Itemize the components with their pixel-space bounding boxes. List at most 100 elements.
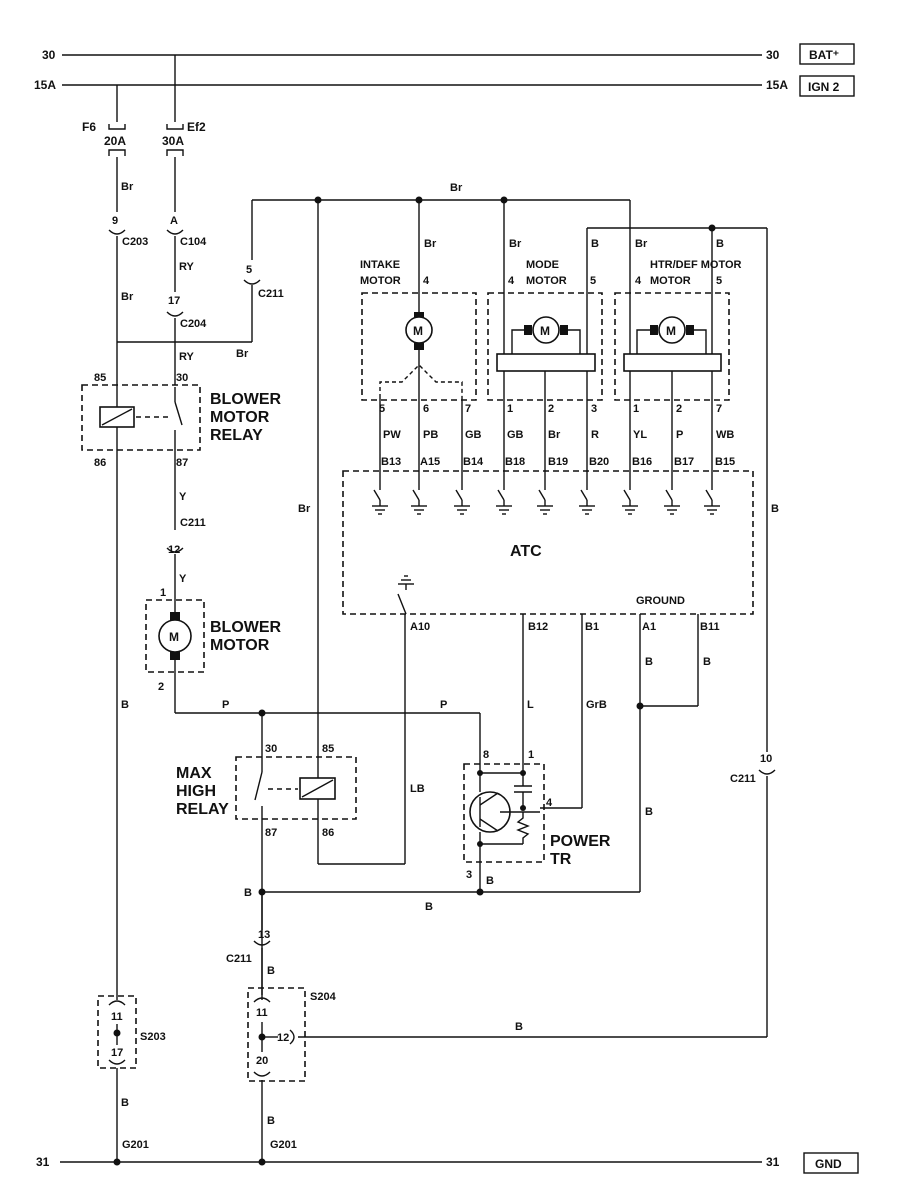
mode-motor-title: MODE [526, 259, 559, 271]
atc-pin-b19: B19 [548, 456, 568, 468]
intake-pin-6: 6 [423, 403, 429, 415]
wire-p-left: P [222, 699, 229, 711]
atc-bottom-wires: LB L GrB B B B [404, 614, 711, 892]
c203-label: C203 [122, 236, 148, 248]
wire-b-left: B [121, 699, 129, 711]
b-return-line: B 10 C211 [587, 224, 779, 1037]
power-tr-title: POWER TR [550, 833, 615, 868]
htr-def-motor-subtitle: MOTOR [650, 275, 691, 287]
feed-wires: 9 C203 A C104 17 C204 5 C211 Br Br RY RY… [108, 157, 630, 385]
fuse-f6-id: F6 [82, 120, 96, 134]
mode-pin-2: 2 [548, 403, 554, 415]
mode-pin-3: 3 [591, 403, 597, 415]
blower-motor-symbol: M [169, 630, 179, 644]
wire-pb: PB [423, 429, 438, 441]
ground-bus: B B 13 C211 B [226, 887, 640, 995]
atc-title: ATC [510, 543, 542, 560]
atc-pin-b15: B15 [715, 456, 735, 468]
intake-pin-5: 5 [379, 403, 385, 415]
atc-input-switch-7 [622, 489, 638, 515]
atc-input-switch-8 [664, 489, 680, 515]
wire-p-htr: P [676, 429, 683, 441]
htr-pin-7: 7 [716, 403, 722, 415]
atc-ground-label: GROUND [636, 595, 685, 607]
wire-br-top: Br [450, 182, 463, 194]
ptr-pin-1: 1 [528, 749, 534, 761]
fuse-ef2-id: Ef2 [187, 120, 206, 134]
wire-b-htr: B [716, 238, 724, 250]
s204-label: S204 [310, 991, 337, 1003]
fuse-ef2-rating: 30A [162, 134, 184, 148]
atc-input-switch-1 [372, 489, 388, 515]
fuse-f6: F6 20A [82, 85, 126, 156]
gnd-rail-num-right: 31 [766, 1155, 780, 1169]
gnd-rail-num-left: 31 [36, 1155, 50, 1169]
htr-pin-2: 2 [676, 403, 682, 415]
c204-label: C204 [180, 318, 207, 330]
wire-y-relay: Y [179, 491, 187, 503]
s203-pin-17: 17 [111, 1047, 123, 1059]
wire-ry-c104: RY [179, 261, 195, 273]
wire-b-bus: B [425, 901, 433, 913]
c204-pin: 17 [168, 295, 180, 307]
ptr-pin-8: 8 [483, 749, 489, 761]
bmr-pin-86: 86 [94, 457, 106, 469]
wire-b-return: B [771, 503, 779, 515]
ptr-pin-4: 4 [546, 797, 553, 809]
atc-pin-a15: A15 [420, 456, 440, 468]
atc-input-switch-9 [704, 489, 720, 515]
wire-b-ptr: B [486, 875, 494, 887]
c203-pin: 9 [112, 215, 118, 227]
max-high-relay: 30 85 87 86 MAX HIGH RELAY Br [176, 196, 405, 1000]
wire-b-c211-13: B [267, 965, 275, 977]
atc-pin-b18: B18 [505, 456, 525, 468]
mode-motor-subtitle: MOTOR [526, 275, 567, 287]
ign-rail-num-left: 15A [34, 78, 56, 92]
atc-pin-b20: B20 [589, 456, 609, 468]
atc-input-switch-4 [496, 489, 512, 515]
mhr-pin-85: 85 [322, 743, 334, 755]
wire-b-ground: B [645, 806, 653, 818]
g201-right-label: G201 [270, 1139, 297, 1151]
mhr-pin-86: 86 [322, 827, 334, 839]
wire-y-motor: Y [179, 573, 187, 585]
c211-13-label: C211 [226, 953, 252, 965]
htr-def-motor-title: HTR/DEF MOTOR [650, 259, 742, 271]
blower-motor: Y C211 12 Y 1 M 2 BLOWER MOTOR B [116, 450, 282, 1000]
wire-yl: YL [633, 429, 647, 441]
wire-b-mode: B [591, 238, 599, 250]
bat-rail: 30 30 BAT⁺ [42, 43, 855, 65]
blower-motor-pin-1: 1 [160, 587, 166, 599]
atc-pin-b11: B11 [700, 621, 720, 633]
atc-pin-a10: A10 [410, 621, 430, 633]
c211-12-label: C211 [180, 517, 206, 529]
mode-pin-4: 4 [508, 275, 515, 287]
fuse-ef2: Ef2 30A [162, 55, 206, 156]
htr-pin-4: 4 [635, 275, 642, 287]
mode-motor-symbol: M [540, 324, 550, 338]
bmr-pin-30: 30 [176, 372, 188, 384]
atc-pin-b17: B17 [674, 456, 694, 468]
wire-wb: WB [716, 429, 734, 441]
c211-5-label: C211 [258, 288, 284, 300]
c211-10-pin: 10 [760, 753, 772, 765]
c104-pin: A [170, 215, 178, 227]
atc-pin-b13: B13 [381, 456, 401, 468]
s204-pin-20: 20 [256, 1055, 268, 1067]
wire-p-right: P [440, 699, 447, 711]
wire-b-a1: B [645, 656, 653, 668]
wire-gb-intake: GB [465, 429, 482, 441]
atc-pin-b16: B16 [632, 456, 652, 468]
blower-motor-pin-2: 2 [158, 681, 164, 693]
wire-br-mode: Br [509, 238, 522, 250]
c211-12-pin: 12 [168, 544, 180, 556]
atc-input-switch-5 [537, 489, 553, 515]
bat-rail-num-right: 30 [766, 48, 780, 62]
wire-br-intake: Br [424, 238, 437, 250]
bmr-pin-87: 87 [176, 457, 188, 469]
c104-label: C104 [180, 236, 207, 248]
wire-br-c203: Br [121, 291, 134, 303]
atc-pin-b14: B14 [463, 456, 484, 468]
wire-br-relay85: Br [298, 503, 311, 515]
ign-rail-label: IGN 2 [808, 80, 840, 94]
